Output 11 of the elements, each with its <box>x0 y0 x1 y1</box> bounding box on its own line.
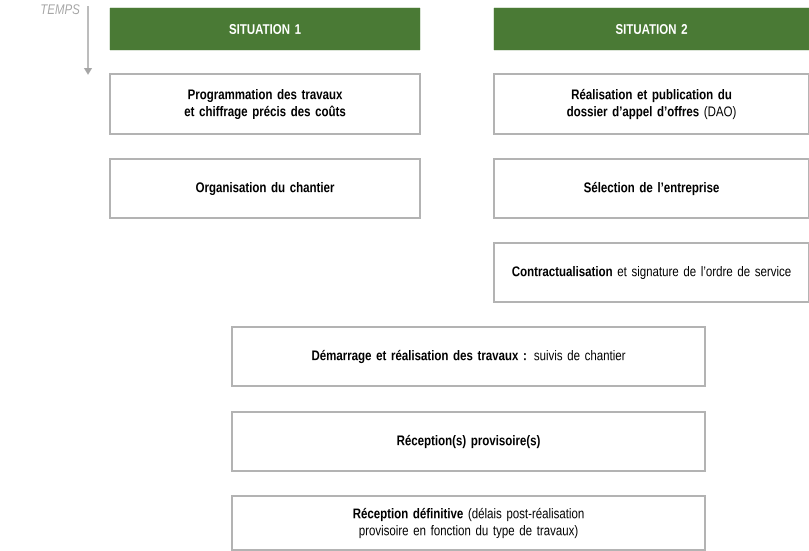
step-box: Réception définitive (délais post-réalisation provisoire en fonction du type de travaux) <box>231 495 706 551</box>
column-header: SITUATION 1 <box>110 8 420 50</box>
step-box: Contractualisation et signature de l’ordre de service <box>493 242 809 303</box>
step-box: Programmation des travaux et chiffrage précis des coûts <box>109 73 421 135</box>
axis-label: TEMPS <box>41 4 80 14</box>
column-header: SITUATION 2 <box>494 8 809 50</box>
step-box: Démarrage et réalisation des travaux : suivis de chantier <box>231 326 706 387</box>
step-box: Réception(s) provisoire(s) <box>231 411 706 472</box>
step-box: Organisation du chantier <box>109 158 421 219</box>
step-box: Sélection de l’entreprise <box>493 158 809 219</box>
step-box: Réalisation et publication du dossier d’appel d’offres (DAO) <box>493 73 809 135</box>
